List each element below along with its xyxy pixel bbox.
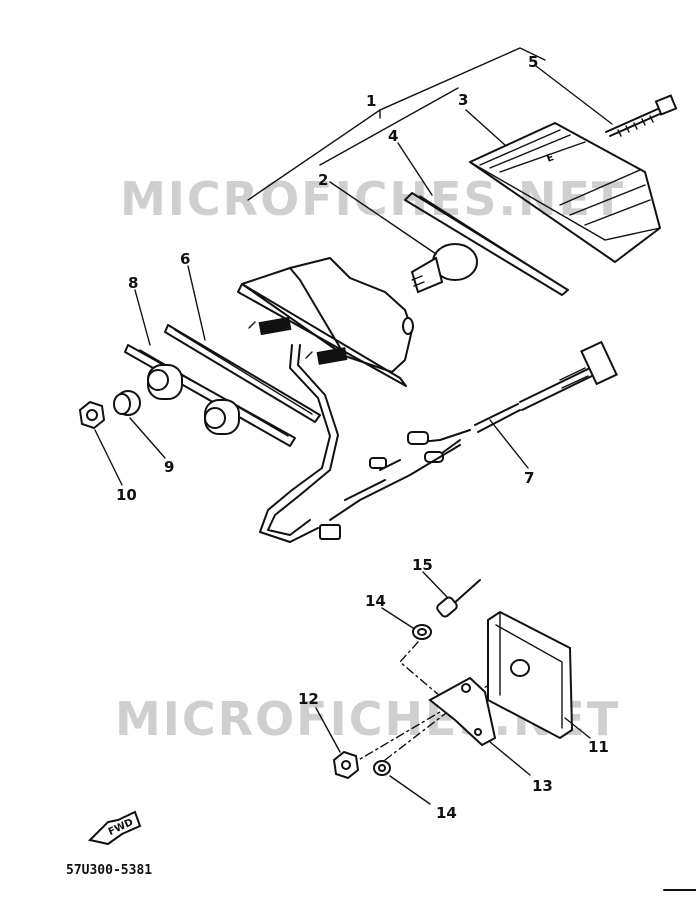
part-3-lens: E: [465, 109, 661, 263]
callout-6: 6: [180, 250, 190, 268]
callout-14-upper: 14: [365, 592, 386, 610]
part-7-wire-harness: [259, 340, 618, 543]
callout-14-lower: 14: [436, 804, 457, 822]
part-15-rivet: [422, 571, 481, 618]
part-14-washer-upper: [381, 607, 432, 640]
part-5-screw: [535, 65, 678, 137]
callout-9: 9: [164, 458, 174, 476]
callout-15: 15: [412, 556, 433, 574]
part-1-housing: [237, 257, 414, 387]
callout-12: 12: [298, 690, 319, 708]
callout-2: 2: [318, 171, 328, 189]
part-9-spacer: [113, 390, 166, 459]
fwd-arrow: FWD: [88, 810, 142, 846]
watermark-top: MICROFICHES.NET: [120, 172, 625, 226]
assembly-bracket-lines: [247, 47, 546, 201]
part-13-bracket: [428, 676, 531, 776]
part-4-gasket: [397, 142, 569, 296]
svg-text:E: E: [545, 152, 555, 165]
callout-4: 4: [388, 127, 398, 145]
callout-5: 5: [528, 53, 538, 71]
callout-3: 3: [458, 91, 468, 109]
part-12-nut: [315, 707, 360, 780]
callout-1: 1: [366, 92, 376, 110]
part-6-gasket: [164, 265, 321, 423]
diagram-code: 57U300-5381: [66, 863, 152, 878]
part-2-bulb: [329, 181, 478, 294]
callout-13: 13: [532, 777, 553, 795]
part-14-washer-lower: [373, 760, 431, 805]
callout-8: 8: [128, 274, 138, 292]
part-8-base-plate: [124, 289, 296, 447]
part-11-reflector: [487, 610, 591, 740]
callout-11: 11: [588, 738, 609, 756]
callout-10: 10: [116, 486, 137, 504]
part-10-nut: [78, 400, 123, 486]
callout-7: 7: [524, 469, 534, 487]
